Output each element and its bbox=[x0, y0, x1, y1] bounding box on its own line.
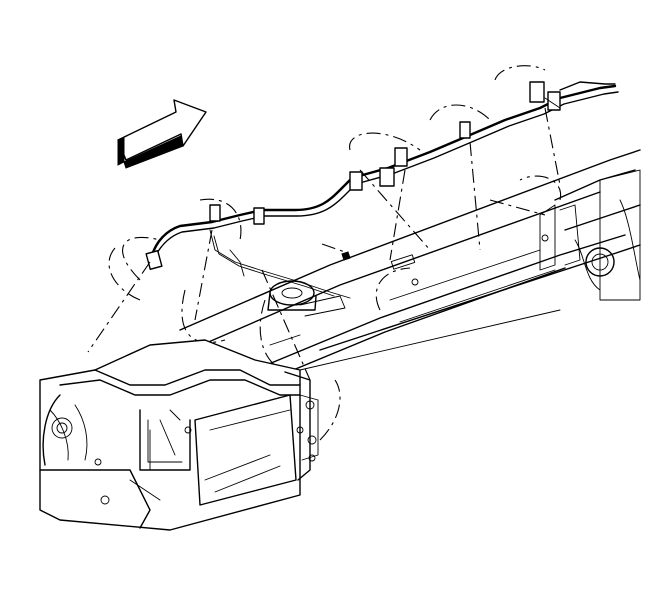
mount-bracket bbox=[267, 280, 346, 317]
callout-ovals bbox=[108, 65, 562, 441]
leader-lines bbox=[87, 107, 561, 381]
tank-crossmember bbox=[39, 339, 319, 531]
connector-line bbox=[269, 309, 561, 371]
brake-line-pipes bbox=[148, 84, 619, 299]
direction-arrow-icon bbox=[117, 99, 207, 169]
brake-line-clips bbox=[145, 81, 616, 270]
frame-rail bbox=[179, 149, 641, 393]
